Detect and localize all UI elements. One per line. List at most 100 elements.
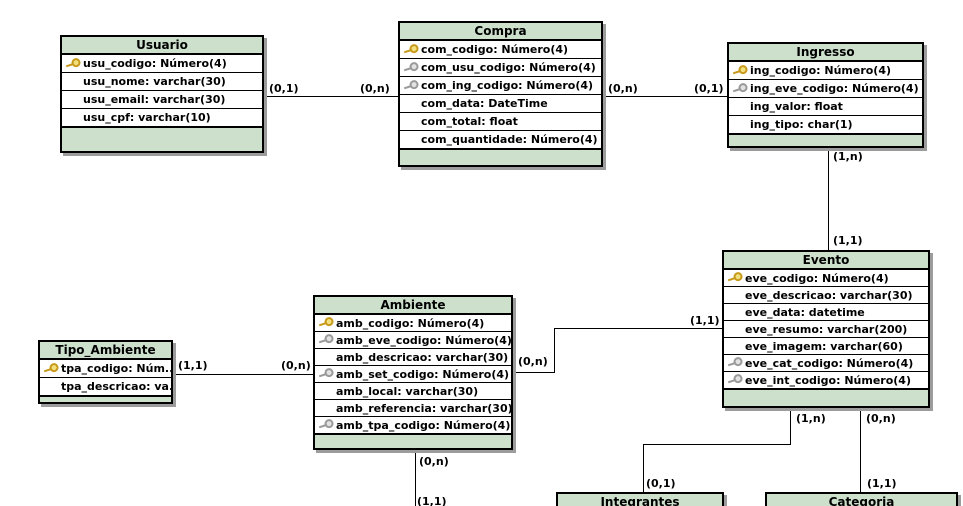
field-label: amb_codigo: Número(4) [336, 316, 485, 330]
field-row: eve_data: datetime [724, 304, 928, 321]
field-label: ing_codigo: Número(4) [750, 64, 892, 77]
field-row: ing_eve_codigo: Número(4) [729, 80, 922, 98]
foreign-key-icon [727, 357, 745, 369]
connector-evento-integrantes-seg1[interactable] [790, 408, 791, 445]
cardinality-label: (0,1) [694, 82, 724, 95]
field-label: eve_imagem: varchar(60) [745, 339, 903, 353]
cardinality-label: (1,1) [833, 234, 863, 247]
field-row: tpa_codigo: Núm... [40, 360, 171, 378]
entity-compra[interactable]: Compra com_codigo: Número(4) com_usu_cod… [398, 21, 603, 167]
field-label: com_codigo: Número(4) [421, 43, 569, 56]
field-row: usu_codigo: Número(4) [62, 55, 262, 73]
entity-usuario[interactable]: Usuario usu_codigo: Número(4) usu_nome: … [60, 35, 264, 153]
primary-key-icon [318, 317, 336, 329]
field-label: amb_descricao: varchar(30) [336, 350, 509, 364]
field-row: amb_local: varchar(30) [315, 383, 511, 400]
cardinality-label: (0,n) [518, 355, 548, 368]
field-label: eve_data: datetime [745, 305, 865, 319]
entity-footer [400, 149, 601, 165]
field-label: eve_codigo: Número(4) [745, 271, 889, 285]
field-row: amb_descricao: varchar(30) [315, 349, 511, 366]
field-row: amb_referencia: varchar(30) [315, 400, 511, 417]
connector-usuario-compra[interactable] [264, 96, 398, 97]
connector-evento-categoria[interactable] [860, 408, 861, 492]
field-row: com_data: DateTime [400, 95, 601, 113]
field-label: ing_eve_codigo: Número(4) [750, 82, 919, 95]
cardinality-label: (1,n) [796, 412, 826, 425]
cardinality-label: (1,1) [867, 477, 897, 490]
cardinality-label: (1,n) [833, 150, 863, 163]
primary-key-icon [65, 58, 83, 70]
connector-evento-integrantes-seg3[interactable] [643, 444, 644, 492]
field-label: tpa_codigo: Núm... [61, 362, 171, 375]
connector-evento-ambiente-seg2[interactable] [554, 328, 555, 373]
field-label: com_ing_codigo: Número(4) [421, 79, 594, 92]
entity-footer [729, 134, 922, 146]
field-row: usu_email: varchar(30) [62, 91, 262, 109]
field-label: amb_local: varchar(30) [336, 384, 479, 398]
cardinality-label: (0,n) [866, 412, 896, 425]
connector-ingresso-evento[interactable] [828, 148, 829, 250]
primary-key-icon [732, 65, 750, 77]
entity-title: Compra [400, 23, 601, 41]
field-label: com_data: DateTime [421, 97, 548, 110]
entity-footer [315, 434, 511, 448]
foreign-key-icon [727, 374, 745, 386]
field-row: ing_tipo: char(1) [729, 116, 922, 134]
field-label: eve_int_codigo: Número(4) [745, 373, 911, 387]
entity-title: Usuario [62, 37, 262, 55]
entity-title: Evento [724, 252, 928, 270]
cardinality-label: (1,1) [690, 314, 720, 327]
entity-categoria[interactable]: Categoria [765, 492, 958, 506]
field-label: amb_eve_codigo: Número(4) [336, 333, 511, 347]
connector-evento-ambiente-seg3[interactable] [513, 372, 555, 373]
entity-tipo-ambiente[interactable]: Tipo_Ambiente tpa_codigo: Núm... tpa_des… [38, 340, 173, 404]
field-row: usu_nome: varchar(30) [62, 73, 262, 91]
foreign-key-icon [318, 368, 336, 380]
field-row: amb_eve_codigo: Número(4) [315, 332, 511, 349]
field-row: ing_valor: float [729, 98, 922, 116]
field-row: eve_codigo: Número(4) [724, 270, 928, 287]
field-row: tpa_descricao: va... [40, 378, 171, 396]
entity-ambiente[interactable]: Ambiente amb_codigo: Número(4) amb_eve_c… [313, 295, 513, 450]
connector-evento-ambiente-seg1[interactable] [554, 328, 722, 329]
foreign-key-icon [318, 334, 336, 346]
field-row: amb_codigo: Número(4) [315, 315, 511, 332]
primary-key-icon [43, 363, 61, 375]
connector-compra-ingresso[interactable] [603, 96, 727, 97]
entity-title: Categoria [767, 494, 956, 506]
field-row: com_total: float [400, 113, 601, 131]
field-row: amb_set_codigo: Número(4) [315, 366, 511, 383]
entity-ingresso[interactable]: Ingresso ing_codigo: Número(4) ing_eve_c… [727, 42, 924, 148]
foreign-key-icon [732, 83, 750, 95]
entity-integrantes[interactable]: Integrantes [556, 492, 724, 506]
connector-ambiente-setor[interactable] [415, 450, 416, 506]
field-row: ing_codigo: Número(4) [729, 62, 922, 80]
field-label: amb_tpa_codigo: Número(4) [336, 418, 511, 432]
field-label: com_usu_codigo: Número(4) [421, 61, 596, 74]
cardinality-label: (1,1) [178, 359, 208, 372]
cardinality-label: (0,1) [269, 82, 299, 95]
primary-key-icon [403, 44, 421, 56]
field-row: com_ing_codigo: Número(4) [400, 77, 601, 95]
connector-tipoambiente-ambiente[interactable] [173, 374, 313, 375]
field-row: eve_descricao: varchar(30) [724, 287, 928, 304]
cardinality-label: (1,1) [417, 495, 447, 506]
cardinality-label: (0,n) [608, 82, 638, 95]
cardinality-label: (0,n) [360, 82, 390, 95]
field-label: usu_codigo: Número(4) [83, 57, 227, 70]
field-label: eve_descricao: varchar(30) [745, 288, 913, 302]
field-row: amb_tpa_codigo: Número(4) [315, 417, 511, 434]
field-label: amb_referencia: varchar(30) [336, 401, 511, 415]
field-label: amb_set_codigo: Número(4) [336, 367, 510, 381]
cardinality-label: (0,1) [646, 477, 676, 490]
entity-title: Ingresso [729, 44, 922, 62]
field-label: com_quantidade: Número(4) [421, 133, 598, 146]
field-label: usu_nome: varchar(30) [83, 75, 226, 88]
connector-evento-integrantes-seg2[interactable] [643, 444, 791, 445]
field-row: usu_cpf: varchar(10) [62, 109, 262, 127]
entity-evento[interactable]: Evento eve_codigo: Número(4) eve_descric… [722, 250, 930, 408]
field-label: ing_valor: float [750, 100, 843, 113]
field-row: eve_cat_codigo: Número(4) [724, 355, 928, 372]
